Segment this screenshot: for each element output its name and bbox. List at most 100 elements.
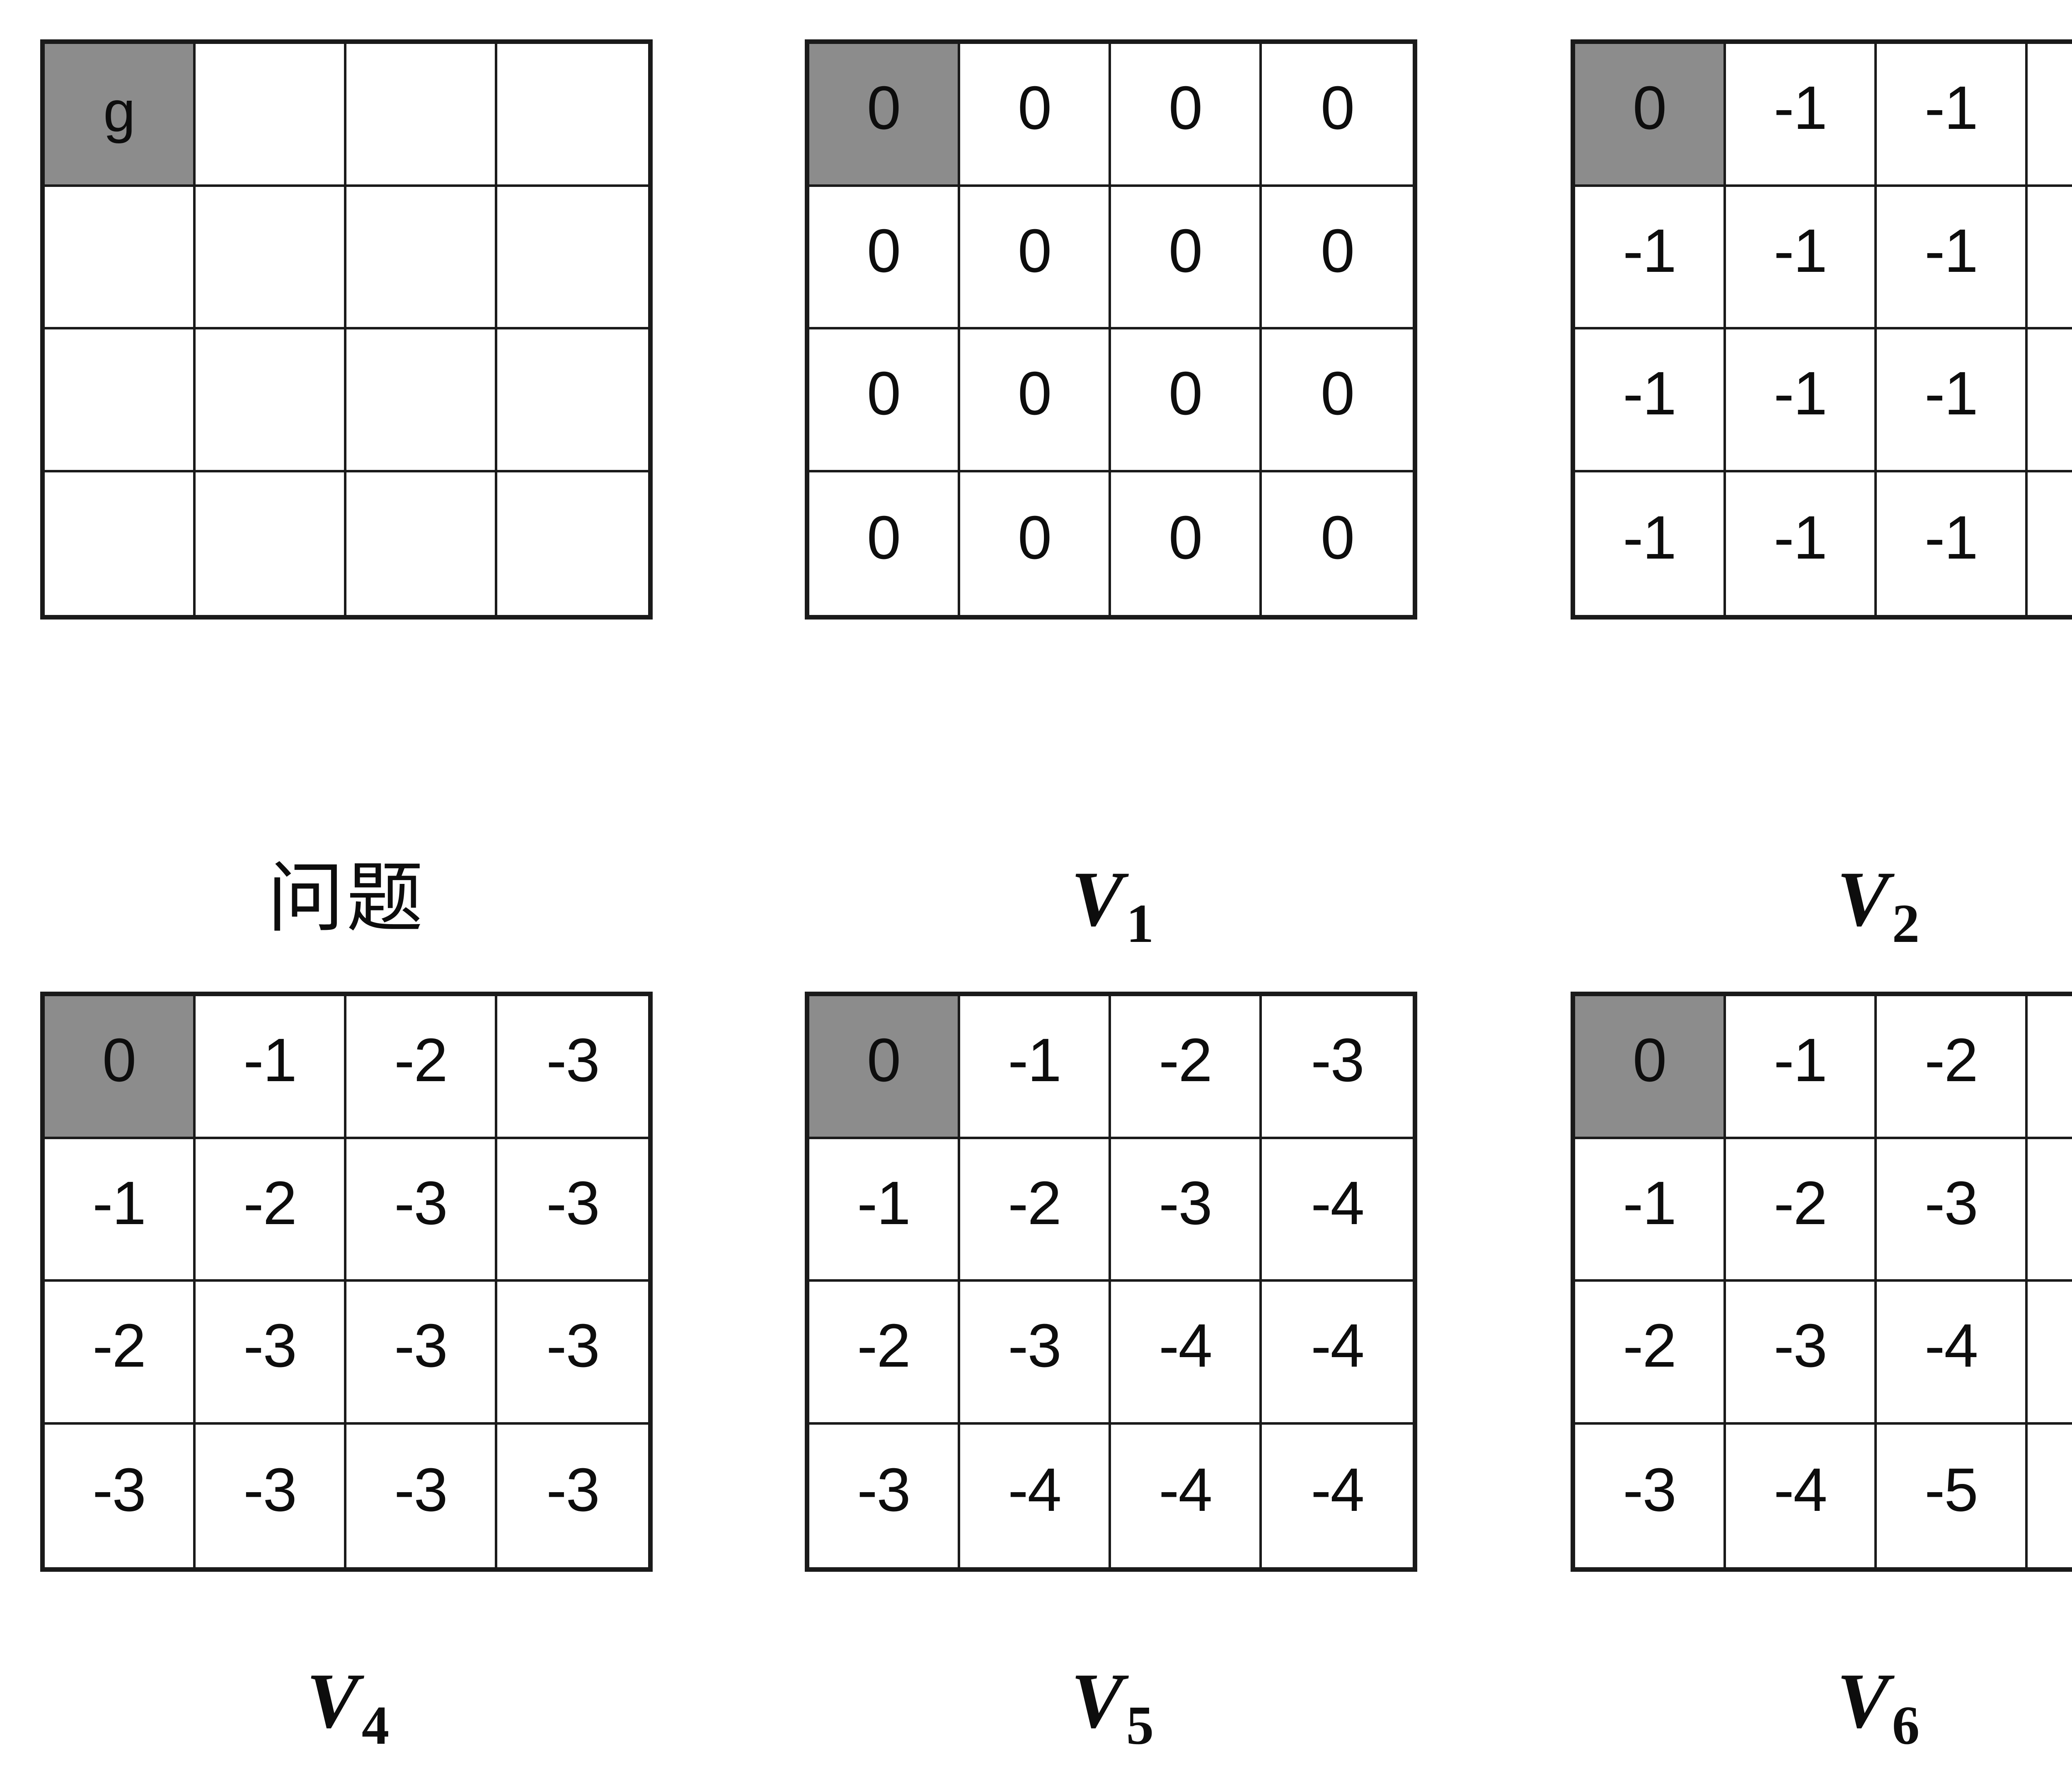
grid-cell: -4 [1262, 1424, 1413, 1567]
cell-value: -1 [1924, 359, 1978, 428]
grid-cell: 0 [1111, 472, 1262, 615]
cell-value: -2 [1623, 1312, 1677, 1380]
grid-cell [497, 186, 648, 329]
grid-cell: 0 [1262, 329, 1413, 472]
cell-value: -3 [546, 1026, 600, 1095]
grid-cell: -1 [45, 1139, 196, 1282]
grid-cell: -1 [1575, 472, 1726, 615]
cell-value: -3 [1924, 1169, 1978, 1237]
cell-value: -4 [1311, 1455, 1365, 1524]
grid-cell: -4 [2028, 1139, 2072, 1282]
grid-cell: g [45, 44, 196, 187]
cell-value: -1 [92, 1169, 146, 1237]
cell-value: -5 [1924, 1455, 1978, 1524]
grid-cell [346, 186, 497, 329]
grid-cell: -3 [960, 1282, 1111, 1425]
grid-cell: -4 [1111, 1424, 1262, 1567]
cell-value: -4 [1311, 1169, 1365, 1237]
grid-cell: 0 [1111, 186, 1262, 329]
grid-cell: -1 [196, 996, 346, 1139]
grid-cell [346, 472, 497, 615]
panel-v5: 0-1-2-3-1-2-3-4-2-3-4-4-3-4-4-4 [805, 992, 1417, 1572]
grid-cell: -1 [1575, 1139, 1726, 1282]
caption-symbol: V [1071, 856, 1124, 943]
grid-cell: -2 [1726, 1139, 1877, 1282]
grid-cell: -2 [960, 1139, 1111, 1282]
cell-value: -1 [243, 1026, 297, 1095]
cell-value: -3 [92, 1455, 146, 1524]
cell-value: -4 [1159, 1312, 1213, 1380]
grid-cell: -3 [346, 1139, 497, 1282]
grid-cell: 0 [809, 472, 960, 615]
cell-value: -1 [1623, 503, 1677, 572]
grid-cell: 0 [960, 186, 1111, 329]
panel-v2: 0-1-1-1-1-1-1-1-1-1-1-1-1-1-1-1 [1571, 39, 2072, 620]
grid-cell: -1 [2028, 472, 2072, 615]
cell-value: 0 [1017, 74, 1052, 143]
cell-value: -1 [1774, 74, 1828, 143]
cell-value: -1 [1774, 503, 1828, 572]
cell-value: -2 [1008, 1169, 1062, 1237]
grid-cell: -1 [1726, 996, 1877, 1139]
grid-cell: 0 [1111, 44, 1262, 187]
cell-value: -3 [1774, 1312, 1828, 1380]
cell-value: 0 [102, 1026, 136, 1095]
grid-cell: -1 [2028, 44, 2072, 187]
grid-cell: -1 [1877, 186, 2028, 329]
grid-cell: -2 [346, 996, 497, 1139]
grid-cell: -5 [1877, 1424, 2028, 1567]
cell-value: 0 [1320, 503, 1355, 572]
grid-cell: -4 [1111, 1282, 1262, 1425]
cell-value: 0 [1632, 1026, 1667, 1095]
grid-cell [497, 329, 648, 472]
grid-cell [45, 329, 196, 472]
grid-cell: -3 [1575, 1424, 1726, 1567]
cell-value: 0 [1632, 74, 1667, 143]
cell-value: -3 [1008, 1312, 1062, 1380]
cell-value: 0 [1168, 216, 1203, 285]
grid-cell [497, 44, 648, 187]
grid-cell: -4 [1877, 1282, 2028, 1425]
cell-value: 0 [1017, 359, 1052, 428]
value-grid-v2: 0-1-1-1-1-1-1-1-1-1-1-1-1-1-1-1 [1571, 39, 2072, 620]
cell-value: -2 [1774, 1169, 1828, 1237]
grid-cell: -4 [1726, 1424, 1877, 1567]
cell-value: -4 [1008, 1455, 1062, 1524]
cell-value: 0 [1168, 503, 1203, 572]
grid-cell: -1 [960, 996, 1111, 1139]
grid-cell: 0 [1262, 44, 1413, 187]
grid-cell: 0 [960, 44, 1111, 187]
cell-value: -1 [1774, 359, 1828, 428]
cell-value: -3 [394, 1312, 448, 1380]
cell-value: -3 [1623, 1455, 1677, 1524]
cell-value: -1 [1924, 74, 1978, 143]
grid-cell: -3 [346, 1424, 497, 1567]
caption-subscript: 5 [1126, 1694, 1154, 1756]
caption-symbol: V [1837, 1658, 1890, 1745]
grid-cell: -2 [809, 1282, 960, 1425]
grid-cell: -3 [497, 1282, 648, 1425]
caption-subscript: 1 [1126, 892, 1154, 954]
grid-cell: 0 [45, 996, 196, 1139]
grid-cell: -3 [2028, 996, 2072, 1139]
cell-value: -3 [546, 1169, 600, 1237]
cell-value: -1 [1774, 1026, 1828, 1095]
cell-value: -1 [1623, 1169, 1677, 1237]
cell-value: -1 [1924, 216, 1978, 285]
grid-cell: 0 [809, 996, 960, 1139]
grid-cell: -3 [346, 1282, 497, 1425]
cell-value: -3 [394, 1169, 448, 1237]
cell-value: -1 [857, 1169, 911, 1237]
cell-value: -3 [1311, 1026, 1365, 1095]
cell-value: 0 [1017, 216, 1052, 285]
grid-cell: -1 [1877, 472, 2028, 615]
grid-cell: -2 [45, 1282, 196, 1425]
grid-cell: -3 [497, 996, 648, 1139]
grid-cell: -3 [1262, 996, 1413, 1139]
grid-cell: 0 [1262, 186, 1413, 329]
cell-value: -3 [394, 1455, 448, 1524]
grid-cell: 0 [960, 472, 1111, 615]
grid-cell: -4 [1262, 1139, 1413, 1282]
